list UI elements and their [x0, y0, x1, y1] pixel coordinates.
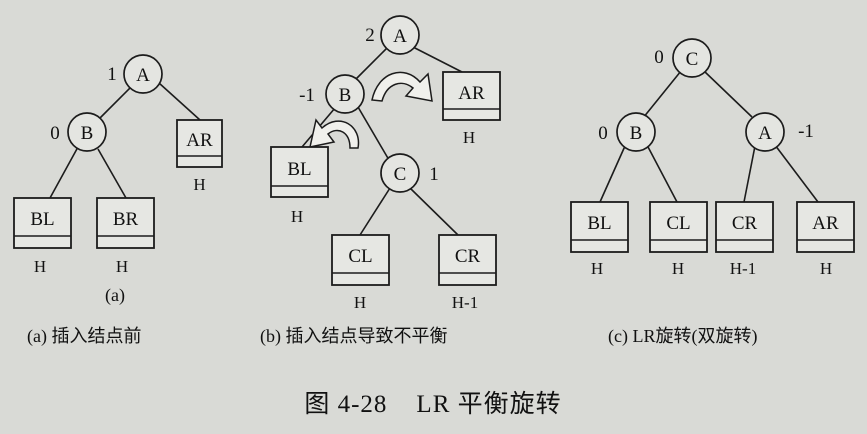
subtree-c-CR-height: H-1	[730, 259, 756, 278]
rotate-left-arrow-icon	[309, 118, 360, 149]
node-c-A	[745, 112, 785, 152]
rotate-right-arrow-icon	[371, 71, 433, 102]
subtree-b-CL	[331, 234, 390, 286]
subtree-b-BL-height: H	[291, 207, 303, 226]
node-c-C-label: C	[686, 49, 699, 70]
subtree-a-BR-label: BR	[113, 209, 139, 230]
subtree-b-CR	[438, 234, 497, 286]
edge-c-B-BL	[599, 145, 626, 203]
node-b-A-label: A	[393, 26, 407, 47]
node-b-B	[325, 74, 365, 114]
node-b-A-balance: 2	[365, 25, 375, 46]
subtree-b-BL-label: BL	[287, 159, 311, 180]
edge-a-A-AR	[158, 82, 201, 121]
panel-a: A 1 B 0 AR H BL H BR H (a) (a) 插入结点前	[13, 54, 223, 347]
edge-a-A-B	[99, 85, 133, 119]
node-b-C-balance: 1	[429, 164, 439, 185]
subtree-c-CR-label: CR	[732, 213, 758, 234]
subtree-b-CR-label: CR	[455, 246, 481, 267]
panel-b-caption: (b) 插入结点导致不平衡	[260, 326, 448, 347]
edge-b-A-B	[354, 46, 389, 81]
node-b-A	[380, 15, 420, 55]
node-a-A	[123, 54, 163, 94]
node-c-C	[672, 38, 712, 78]
edge-c-C-B	[642, 70, 682, 119]
edge-c-A-CR	[743, 145, 756, 203]
subtree-a-AR	[176, 119, 223, 168]
subtree-b-AR-label: AR	[458, 83, 485, 104]
panel-b: A 2 B -1 C 1 AR H BL H CL H CR H-1 (b) 插…	[260, 15, 501, 347]
edge-c-C-A	[703, 70, 753, 118]
edge-a-B-BL	[49, 146, 79, 199]
node-a-B-label: B	[81, 123, 94, 144]
subtree-b-CR-height: H-1	[452, 293, 478, 312]
edge-b-A-AR	[410, 45, 463, 73]
subtree-a-BL-height: H	[34, 257, 46, 276]
subtree-c-CL-height: H	[672, 259, 684, 278]
node-a-B-balance: 0	[50, 123, 60, 144]
node-c-A-label: A	[758, 123, 772, 144]
node-b-B-label: B	[339, 85, 352, 106]
edge-b-B-C	[357, 106, 390, 161]
subtree-c-AR-label: AR	[812, 213, 839, 234]
edge-b-C-CR	[410, 188, 459, 236]
panel-c: C 0 B 0 A -1 BL H CL H CR H-1 AR H (c) L…	[570, 38, 855, 347]
subtree-a-AR-height: H	[193, 175, 205, 194]
panel-a-caption: (a) 插入结点前	[27, 326, 141, 347]
subtree-a-AR-label: AR	[186, 130, 213, 151]
edge-c-B-CL	[646, 144, 678, 203]
subtree-b-AR-height: H	[463, 128, 475, 147]
panel-a-sublabel: (a)	[105, 285, 125, 306]
node-a-A-label: A	[136, 65, 150, 86]
edge-c-A-AR	[774, 144, 819, 203]
node-b-B-balance: -1	[299, 85, 315, 106]
node-a-A-balance: 1	[107, 64, 117, 85]
subtree-b-CL-label: CL	[348, 246, 372, 267]
node-b-C-label: C	[394, 164, 407, 185]
subtree-a-BL-label: BL	[30, 209, 54, 230]
node-c-B-balance: 0	[598, 123, 608, 144]
panel-c-caption: (c) LR旋转(双旋转)	[608, 326, 757, 347]
subtree-a-BR-height: H	[116, 257, 128, 276]
subtree-c-BL	[570, 201, 629, 253]
node-a-B	[67, 112, 107, 152]
subtree-a-BR	[96, 197, 155, 249]
edge-a-B-BR	[97, 148, 127, 199]
subtree-c-BL-height: H	[591, 259, 603, 278]
edge-b-C-CL	[359, 187, 391, 236]
node-c-B	[616, 112, 656, 152]
subtree-c-CL-label: CL	[666, 213, 690, 234]
node-c-B-label: B	[630, 123, 643, 144]
subtree-c-CL	[649, 201, 708, 253]
subtree-c-BL-label: BL	[587, 213, 611, 234]
subtree-c-CR	[715, 201, 774, 253]
subtree-b-CL-height: H	[354, 293, 366, 312]
figure-title: 图 4-28 LR 平衡旋转	[304, 390, 561, 418]
subtree-c-AR-height: H	[820, 259, 832, 278]
subtree-c-AR	[796, 201, 855, 253]
node-b-C	[380, 153, 420, 193]
node-c-A-balance: -1	[798, 121, 814, 142]
subtree-a-BL	[13, 197, 72, 249]
subtree-b-AR	[442, 71, 501, 121]
subtree-b-BL	[270, 146, 329, 198]
node-c-C-balance: 0	[654, 47, 664, 68]
